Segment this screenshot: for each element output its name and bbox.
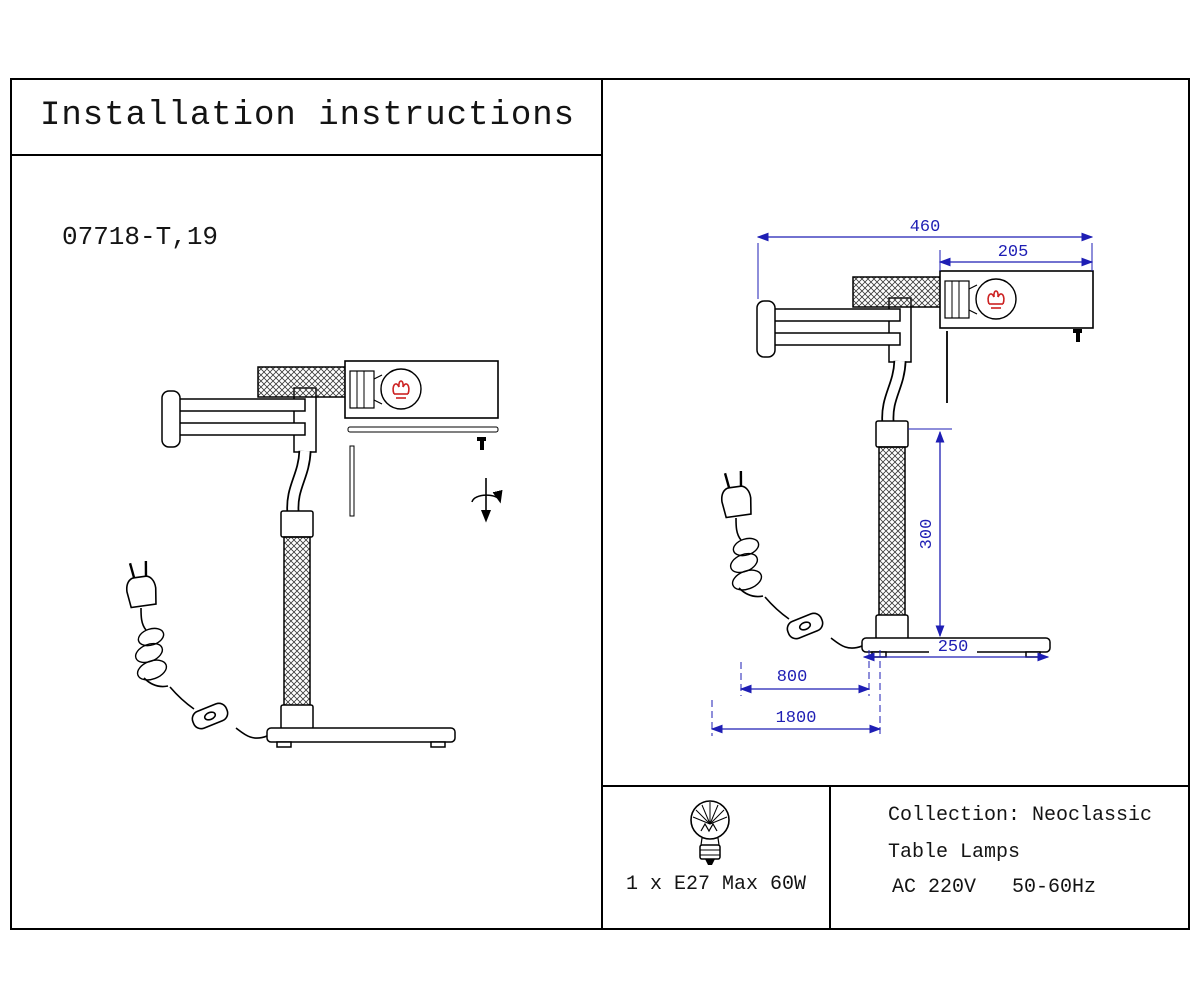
dim-cord-length: 1800 bbox=[776, 709, 817, 728]
model-number: 07718-T,19 bbox=[62, 222, 219, 252]
loose-parts bbox=[347, 426, 503, 523]
shade bbox=[344, 360, 499, 419]
dim-overall-width: 460 bbox=[910, 218, 941, 237]
screw-icon bbox=[477, 437, 486, 450]
screw-icon bbox=[1073, 329, 1082, 342]
lamp-assembly-figure bbox=[125, 360, 499, 748]
dimensioned-figure: 460 205 300 250 800 1800 bbox=[710, 218, 1094, 736]
bulb-spec-label: 1 x E27 Max 60W bbox=[625, 873, 807, 896]
frame-borders bbox=[10, 78, 1190, 930]
braided-column bbox=[283, 536, 311, 708]
column-connector-upper bbox=[280, 510, 314, 538]
gooseneck bbox=[286, 450, 312, 514]
bulb-filament bbox=[392, 380, 410, 399]
diffuser-rod bbox=[347, 426, 499, 433]
dim-column-height: 300 bbox=[918, 519, 937, 550]
bulb-icon bbox=[690, 800, 730, 865]
dim-base-width: 250 bbox=[938, 638, 969, 657]
collection-label: Collection: Neoclassic bbox=[888, 804, 1153, 827]
support-stick bbox=[349, 445, 355, 517]
cord-coil bbox=[134, 627, 168, 681]
power-cord bbox=[125, 561, 268, 739]
dimension-labels: 460 205 300 250 800 1800 bbox=[776, 218, 1029, 728]
socket bbox=[349, 370, 375, 409]
dim-shade-length: 205 bbox=[998, 243, 1029, 262]
page-title: Installation instructions bbox=[40, 97, 576, 135]
column-connector-lower bbox=[280, 704, 314, 730]
power-rating-label: AC 220V 50-60Hz bbox=[892, 876, 1097, 899]
braided-sleeve bbox=[257, 366, 347, 398]
screw-rotation-icon bbox=[471, 478, 503, 523]
inline-switch-icon bbox=[191, 702, 229, 730]
power-plug-icon bbox=[125, 561, 157, 609]
bulb-glass bbox=[380, 368, 422, 410]
lamp-base bbox=[266, 727, 456, 748]
dimension-annotations bbox=[710, 232, 1094, 736]
category-label: Table Lamps bbox=[888, 841, 1021, 864]
arm-end-cap bbox=[161, 390, 181, 448]
dim-plug-to-switch: 800 bbox=[777, 668, 808, 687]
swing-arms bbox=[161, 390, 306, 448]
